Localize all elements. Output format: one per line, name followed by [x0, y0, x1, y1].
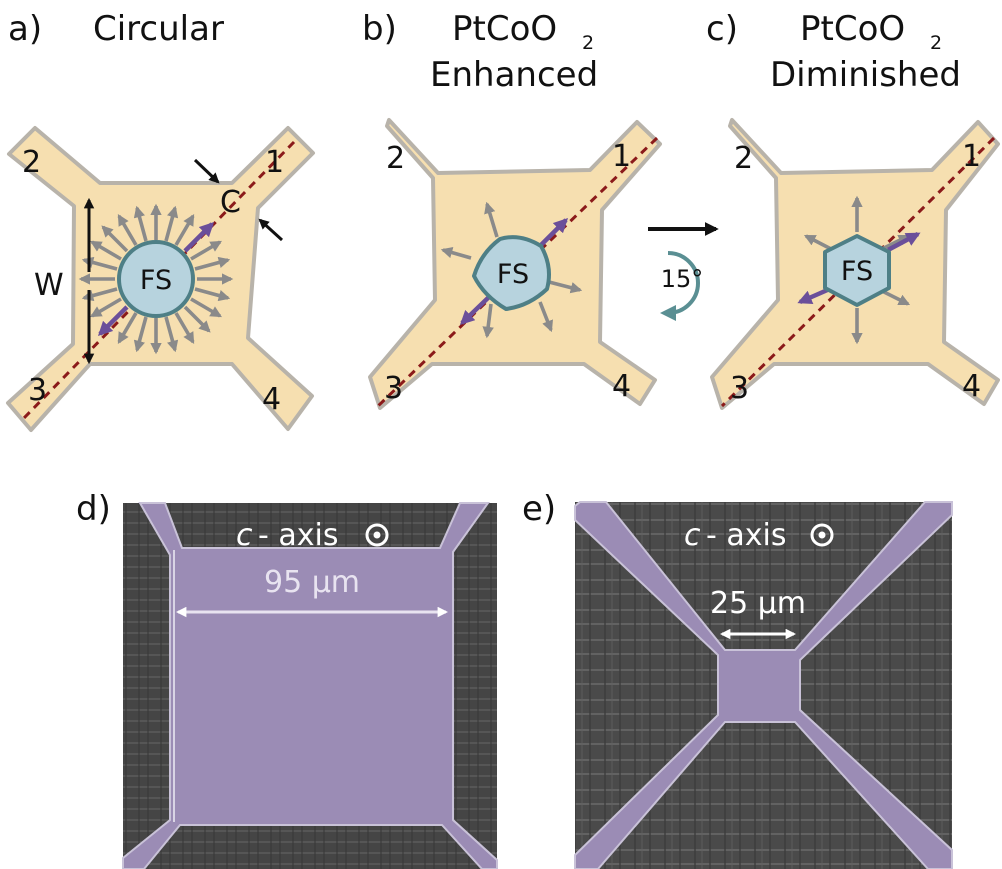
corner-pointer-a2 [258, 218, 284, 242]
corner-pointer-a1 [193, 158, 220, 184]
fs-label-c: FS [841, 256, 873, 287]
terminal-2-a: 2 [22, 145, 41, 180]
axis-dot-center-d [373, 531, 381, 539]
panel-a-title: Circular [93, 9, 224, 49]
panel-c-title: PtCoO [800, 9, 905, 49]
terminal-1-b: 1 [612, 139, 631, 174]
terminal-4-c: 4 [962, 369, 981, 404]
panel-b: b) PtCoO 2 Enhanced FS 1 2 3 4 [362, 9, 662, 410]
purple-arrows-a [97, 221, 215, 337]
device-overlay-d [122, 502, 498, 869]
panel-e-label: e) [522, 489, 556, 529]
axis-text-e: - axis [706, 518, 786, 553]
panel-b-title: PtCoO [452, 9, 557, 49]
fermi-surface-a [117, 240, 195, 318]
terminal-4-b: 4 [612, 369, 631, 404]
axis-dot-icon-d [365, 523, 389, 547]
terminal-3-c: 3 [730, 371, 749, 406]
panel-a-label: a) [8, 9, 42, 49]
rotation-label: 15° [661, 265, 704, 293]
width-label-a: W [34, 268, 64, 303]
panel-b-title-line2: Enhanced [430, 55, 598, 95]
panel-d-label: d) [76, 489, 111, 529]
axis-text-d: - axis [258, 518, 338, 553]
fermi-surface-c [823, 234, 891, 307]
diagonal-line-b [376, 136, 659, 408]
panel-e: e) c - axis 25 µm [522, 489, 953, 869]
velocity-arrows-b [440, 201, 583, 339]
device-overlay-e [574, 501, 953, 869]
rotation-indicator: 15° [648, 222, 719, 321]
terminal-4-a: 4 [262, 382, 281, 417]
axis-dot-center-e [818, 531, 826, 539]
scale-label-d: 95 µm [264, 565, 360, 600]
purple-arrows-b [459, 217, 569, 325]
scale-label-e: 25 µm [710, 586, 806, 621]
terminal-1-a: 1 [265, 145, 284, 180]
axis-italic-d: c [236, 518, 253, 553]
panel-b-title-subscript: 2 [582, 32, 594, 54]
fs-label-a: FS [140, 265, 172, 296]
panel-c-label: c) [706, 9, 738, 49]
terminal-2-c: 2 [734, 141, 753, 176]
panel-c: c) PtCoO 2 Diminished FS 1 2 3 4 [706, 9, 1000, 410]
corner-label-a: C [220, 185, 241, 220]
panel-c-title-line2: Diminished [770, 55, 961, 95]
panel-a: a) Circular [6, 9, 315, 432]
terminal-3-b: 3 [384, 371, 403, 406]
fs-label-b: FS [497, 259, 529, 290]
rotation-circle-icon [660, 251, 700, 321]
panel-c-title-subscript: 2 [930, 32, 942, 54]
panel-b-label: b) [362, 9, 397, 49]
terminal-3-a: 3 [28, 373, 47, 408]
diagonal-line-c [720, 136, 996, 408]
fermi-surface-b [472, 235, 551, 311]
panel-d: d) c - axis 95 µm [76, 489, 498, 869]
axis-dot-icon-e [810, 523, 834, 547]
terminal-1-c: 1 [962, 139, 981, 174]
axis-italic-e: c [684, 518, 701, 553]
terminal-2-b: 2 [386, 141, 405, 176]
